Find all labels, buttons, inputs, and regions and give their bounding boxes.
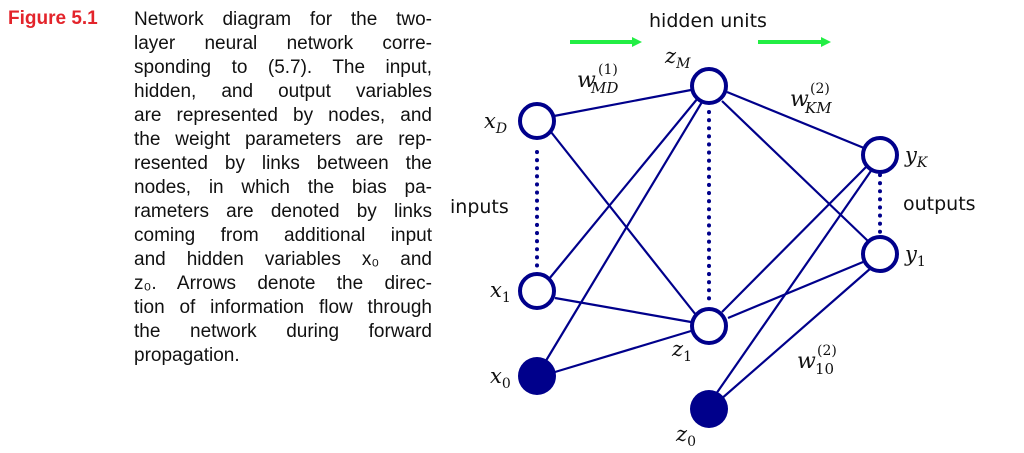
weight-w2-10-base: w	[797, 349, 816, 374]
label-z0: z0	[675, 422, 696, 450]
label-x0-base: x	[490, 364, 502, 388]
label-z1-sub: 1	[683, 349, 692, 365]
label-x1-sub: 1	[502, 290, 511, 306]
caption-line: resented by links between the	[134, 153, 432, 174]
node-x1	[518, 272, 556, 310]
label-outputs: outputs	[903, 193, 976, 215]
node-xD	[518, 102, 556, 140]
link-zM-y1	[721, 100, 870, 243]
link-z0-yK	[715, 167, 874, 395]
caption-line: are represented by nodes, and	[134, 105, 432, 126]
link-xD-zM	[553, 88, 692, 118]
label-z0-sub: 0	[687, 434, 696, 450]
link-z0-y1	[719, 267, 872, 401]
weight-w2-10-sub: 10	[815, 360, 834, 378]
label-yK-base: y	[904, 143, 918, 167]
label-zM: zM	[664, 44, 691, 72]
caption-line: coming from additional input	[134, 225, 432, 246]
link-x1-z1	[554, 296, 692, 324]
node-zM	[690, 67, 728, 105]
link-xD-z1	[550, 131, 697, 316]
link-z1-yK	[721, 163, 870, 313]
caption-line: the weight parameters are rep-	[134, 129, 432, 150]
weight-w2-KM-sup: (2)	[810, 81, 830, 97]
caption-line: tion of information flow through	[134, 297, 432, 318]
weight-label-w1-MD: w(1)MD	[577, 62, 618, 97]
caption-line: layer neural network corre-	[134, 33, 432, 54]
label-z1: z1	[671, 337, 692, 365]
label-y1-base: y	[904, 242, 918, 266]
weight-label-w2-KM: w(2) KM	[790, 81, 832, 117]
link-x0-zM	[543, 101, 703, 365]
label-z0-base: z	[675, 422, 688, 446]
caption-line: z₀. Arrows denote the direc-	[134, 273, 432, 294]
label-y1: y1	[904, 242, 926, 270]
label-hidden-units: hidden units	[649, 10, 767, 32]
caption-line: Network diagram for the two-	[134, 9, 432, 30]
weight-w2-10-sup: (2)	[817, 343, 837, 359]
label-yK: yK	[904, 143, 929, 171]
weight-w2-KM-sub: KM	[804, 99, 832, 117]
node-z0	[690, 390, 728, 428]
label-x1: x1	[490, 278, 511, 306]
node-x0	[518, 357, 556, 395]
label-xD: xD	[484, 109, 507, 137]
label-xD-base: x	[484, 109, 496, 133]
caption-line: rameters are denoted by links	[134, 201, 432, 222]
label-x1-base: x	[490, 278, 502, 302]
caption-line: propagation.	[134, 345, 240, 366]
weight-w1-MD-sub: MD	[590, 79, 618, 97]
weight-w2-KM-base: w	[790, 87, 809, 112]
label-yK-sub: K	[916, 155, 929, 171]
label-inputs: inputs	[450, 196, 509, 218]
link-z1-y1	[727, 260, 864, 320]
node-z1	[690, 307, 728, 345]
figure-caption: Network diagram for the two- layer neura…	[134, 8, 432, 368]
link-zM-yK	[726, 90, 865, 150]
caption-line: and hidden variables x₀ and	[134, 249, 432, 270]
weight-w1-MD-base: w	[577, 68, 596, 93]
weight-w1-MD-sup: (1)	[598, 62, 618, 78]
node-yK	[861, 136, 899, 174]
node-y1	[861, 235, 899, 273]
label-z1-base: z	[671, 337, 684, 361]
label-zM-sub: M	[675, 56, 691, 72]
caption-line: sponding to (5.7). The input,	[134, 57, 432, 78]
caption-line: hidden, and output variables	[134, 81, 432, 102]
label-x0: x0	[490, 364, 511, 392]
label-x0-sub: 0	[502, 376, 511, 392]
weight-label-w2-10: w(2)10	[797, 343, 837, 378]
label-zM-base: z	[664, 44, 677, 68]
caption-line: the network during forward	[134, 321, 432, 342]
label-xD-sub: D	[495, 121, 507, 137]
link-x0-z1	[554, 329, 692, 374]
link-x1-zM	[548, 97, 699, 280]
caption-line: nodes, in which the bias pa-	[134, 177, 432, 198]
label-y1-sub: 1	[917, 254, 926, 270]
figure-label: Figure 5.1	[8, 8, 98, 29]
